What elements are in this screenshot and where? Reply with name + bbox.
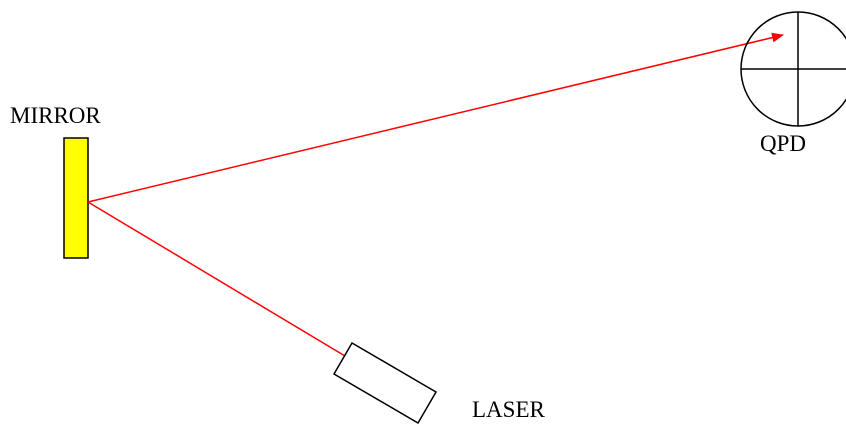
laser-label: LASER <box>472 397 545 422</box>
mirror-label: MIRROR <box>10 103 101 128</box>
qpd-label: QPD <box>760 131 807 156</box>
qpd-detector <box>740 11 846 127</box>
mirror <box>63 137 89 259</box>
laser-body <box>332 341 438 424</box>
incident-beam <box>87 201 346 357</box>
reflected-beam <box>87 32 784 203</box>
